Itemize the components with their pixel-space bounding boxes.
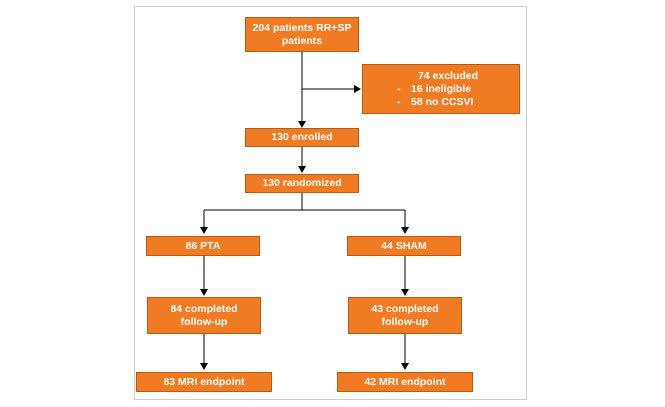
excluded-item-label: 16 ineligible xyxy=(411,82,472,95)
pta-completed-box: 84 completed follow-up xyxy=(147,297,261,334)
excluded-item-no-ccsvi: - 58 no CCSVI xyxy=(377,96,473,109)
patients-line-2: patients xyxy=(281,34,323,47)
pta-label: 86 PTA xyxy=(185,239,221,252)
pta-box: 86 PTA xyxy=(146,236,260,256)
excluded-box: 74 excluded - 16 ineligible - 58 no CCSV… xyxy=(362,64,520,114)
pta-completed-line-2: follow-up xyxy=(180,315,228,328)
sham-completed-box: 43 completed follow-up xyxy=(348,297,462,334)
sham-completed-line-2: follow-up xyxy=(381,315,429,328)
excluded-title: 74 excluded xyxy=(417,69,479,82)
pta-mri-label: 83 MRI endpoint xyxy=(163,375,245,388)
excluded-item-label: 58 no CCSVI xyxy=(411,95,474,108)
pta-mri-box: 83 MRI endpoint xyxy=(136,372,272,392)
patients-line-1: 204 patients RR+SP xyxy=(252,21,352,34)
patients-box: 204 patients RR+SP patients xyxy=(245,17,359,52)
list-dash: - xyxy=(397,82,401,95)
sham-completed-line-1: 43 completed xyxy=(371,302,439,315)
sham-mri-box: 42 MRI endpoint xyxy=(337,372,473,392)
diagram-frame xyxy=(134,6,527,400)
list-dash: - xyxy=(397,95,401,108)
sham-mri-label: 42 MRI endpoint xyxy=(364,375,446,388)
sham-label: 44 SHAM xyxy=(381,239,427,252)
sham-box: 44 SHAM xyxy=(347,236,461,256)
enrolled-label: 130 enrolled xyxy=(271,131,333,143)
excluded-item-ineligible: - 16 ineligible xyxy=(377,83,471,96)
randomized-box: 130 randomized xyxy=(245,174,359,193)
randomized-label: 130 randomized xyxy=(262,177,342,189)
pta-completed-line-1: 84 completed xyxy=(170,302,238,315)
enrolled-box: 130 enrolled xyxy=(245,128,359,147)
